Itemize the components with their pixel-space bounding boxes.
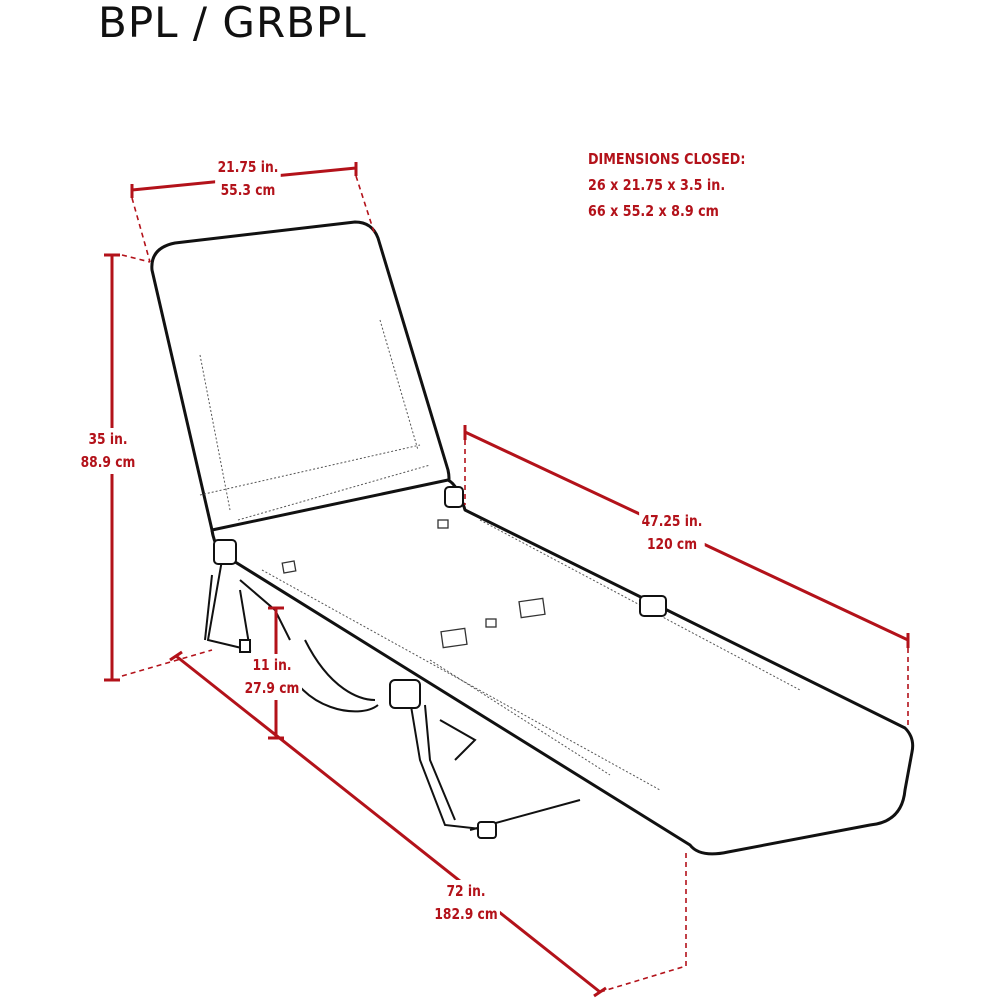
seat-length-inches: 47.25 in. bbox=[641, 512, 703, 530]
closed-dimensions-imperial: 26 x 21.75 x 3.5 in. bbox=[588, 176, 726, 194]
model-title: BPL / GRBPL bbox=[98, 0, 367, 47]
closed-dimensions-heading: DIMENSIONS CLOSED: bbox=[588, 150, 746, 168]
seat-length-cm: 120 cm bbox=[646, 535, 698, 553]
width-inches: 21.75 in. bbox=[217, 158, 279, 176]
total-length-label: 72 in. 182.9 cm bbox=[431, 880, 501, 926]
width-label: 21.75 in. 55.3 cm bbox=[215, 156, 281, 202]
total-length-inches: 72 in. bbox=[446, 882, 486, 900]
closed-dimensions-metric: 66 x 55.2 x 8.9 cm bbox=[588, 202, 719, 220]
closed-dimensions-block: DIMENSIONS CLOSED: 26 x 21.75 x 3.5 in. … bbox=[588, 146, 745, 224]
seat-length-label: 47.25 in. 120 cm bbox=[639, 510, 705, 556]
seat-height-label: 11 in. 27.9 cm bbox=[242, 654, 302, 700]
height-cm: 88.9 cm bbox=[80, 453, 136, 471]
vent-squares bbox=[281, 519, 546, 649]
seat-height-inches: 11 in. bbox=[252, 656, 292, 674]
width-cm: 55.3 cm bbox=[220, 181, 276, 199]
seat-height-cm: 27.9 cm bbox=[244, 679, 300, 697]
chair-seat bbox=[210, 478, 915, 856]
hinge-joints bbox=[213, 486, 667, 839]
total-length-cm: 182.9 cm bbox=[434, 905, 498, 923]
dimension-total-length bbox=[169, 650, 687, 998]
height-inches: 35 in. bbox=[88, 430, 128, 448]
height-label: 35 in. 88.9 cm bbox=[78, 428, 138, 474]
